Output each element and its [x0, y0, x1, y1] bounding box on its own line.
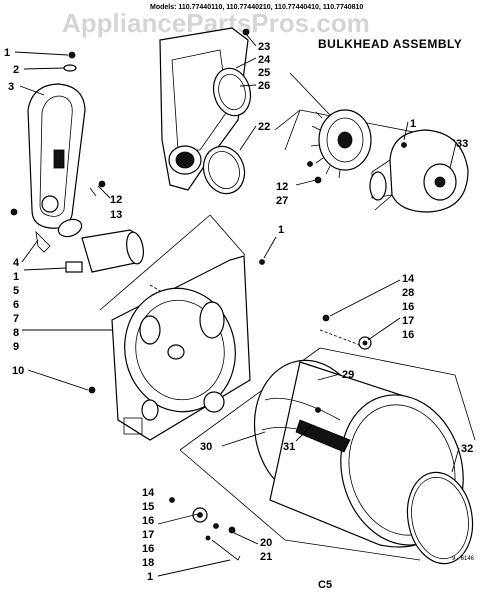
callout-1c: 1	[410, 118, 416, 130]
callout-29: 29	[342, 369, 354, 381]
callout-31: 31	[283, 441, 295, 453]
assembly-frame-lines	[99, 109, 476, 561]
callout-4: 4	[13, 257, 20, 269]
roller-hardware	[169, 28, 407, 561]
front-bulkhead-plate	[111, 255, 251, 441]
callout-9: 9	[13, 341, 19, 353]
callout-17b: 17	[142, 529, 154, 541]
duct-cover	[27, 83, 86, 229]
callout-14: 14	[402, 273, 415, 285]
page-mark: C5	[318, 579, 332, 591]
diagram-title: BULKHEAD ASSEMBLY	[318, 37, 462, 51]
callout-23: 23	[258, 41, 270, 53]
callout-1d: 1	[278, 224, 284, 236]
callout-12: 12	[110, 194, 122, 206]
callout-17: 17	[402, 315, 414, 327]
callout-12b: 12	[276, 181, 288, 193]
callout-16: 16	[402, 301, 414, 313]
callout-20: 20	[260, 537, 272, 549]
callout-numbers: 1 2 3 4 1 5 6 7 8 9 10 12 13 23 24 25 26…	[4, 41, 473, 583]
callout-25: 25	[258, 67, 270, 79]
callout-33: 33	[456, 138, 468, 150]
drum-seal-ring	[406, 471, 474, 565]
callout-16c: 16	[142, 515, 154, 527]
blower-wheel	[310, 109, 372, 179]
callout-26: 26	[258, 80, 270, 92]
callout-22: 22	[258, 121, 270, 133]
callout-21: 21	[260, 551, 272, 563]
callout-32: 32	[461, 443, 473, 455]
callout-2: 2	[13, 64, 19, 76]
callout-1e: 1	[147, 571, 153, 583]
callout-13: 13	[110, 209, 122, 221]
callout-18: 18	[142, 557, 154, 569]
callout-5: 5	[13, 285, 19, 297]
callout-6: 6	[13, 299, 19, 311]
callout-1: 1	[4, 47, 10, 59]
seal-ring-25	[212, 67, 252, 117]
diagram-code: 9 - 6146	[452, 556, 475, 562]
felt-seal-22	[202, 145, 246, 195]
callout-10: 10	[12, 365, 24, 377]
models-line: Models: 110.77440110, 110.77440210, 110.…	[150, 4, 363, 11]
element-tube	[57, 218, 144, 273]
callout-14b: 14	[142, 487, 155, 499]
callout-3: 3	[8, 81, 14, 93]
callout-7: 7	[13, 313, 19, 325]
callout-28: 28	[402, 287, 414, 299]
callout-16b: 16	[402, 329, 414, 341]
callout-16d: 16	[142, 543, 154, 555]
leader-lines	[14, 33, 460, 577]
callout-15: 15	[142, 501, 154, 513]
callout-24: 24	[258, 54, 271, 66]
callout-30: 30	[200, 441, 212, 453]
callout-1b: 1	[13, 271, 19, 283]
blower-housing	[369, 129, 469, 213]
callout-27: 27	[276, 195, 288, 207]
callout-8: 8	[13, 327, 19, 339]
